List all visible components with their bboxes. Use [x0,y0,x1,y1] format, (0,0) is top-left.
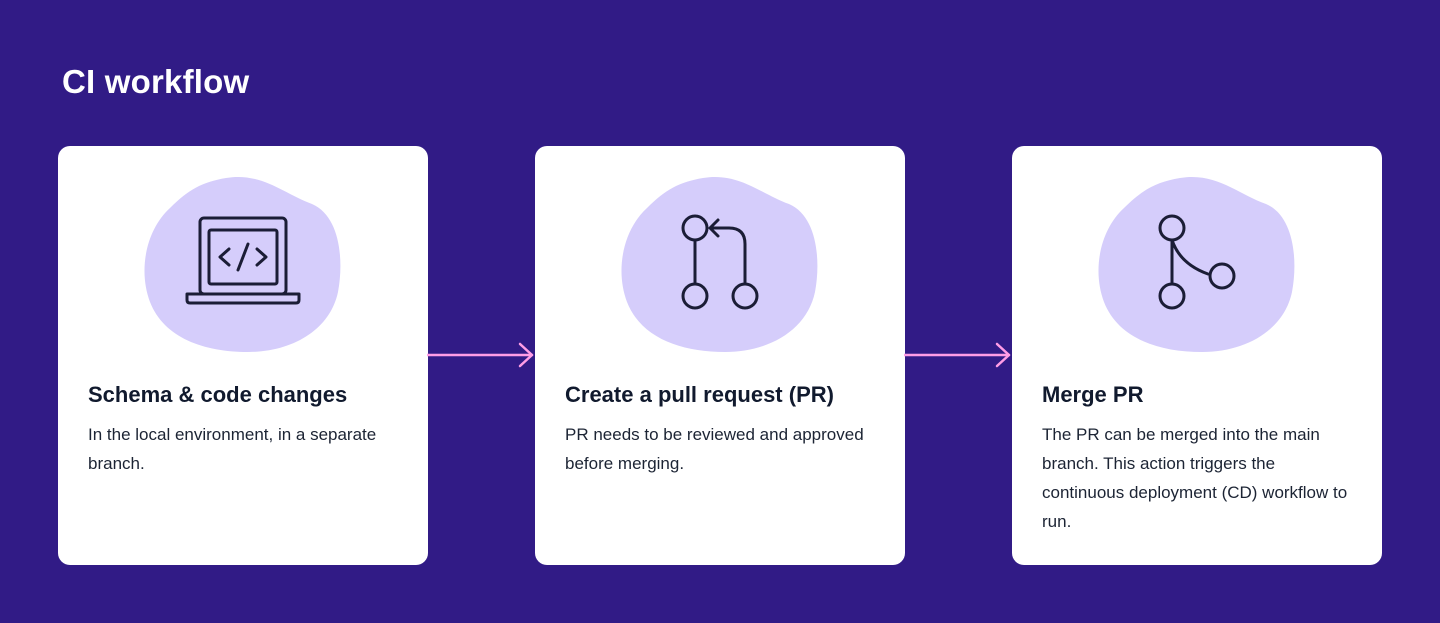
page-title: CI workflow [62,63,250,100]
step-card-merge-pr: Merge PR The PR can be merged into the m… [1012,146,1382,565]
step-description: In the local environment, in a separate … [88,425,377,473]
step-title: Merge PR [1042,382,1144,407]
blob-background [1098,176,1295,352]
blob-background [621,176,818,352]
step-card-schema-code-changes: Schema & code changes In the local envir… [58,146,428,565]
step-title: Create a pull request (PR) [565,382,834,407]
arrow-right-icon [904,342,1011,368]
step-description: The PR can be merged into the main branc… [1042,425,1348,531]
pull-request-icon [681,214,759,310]
merge-icon [1158,214,1236,310]
arrow-right-icon [427,342,534,368]
step-card-create-pull-request: Create a pull request (PR) PR needs to b… [535,146,905,565]
blob-background [144,176,341,352]
laptop-code-icon [185,216,301,305]
step-title: Schema & code changes [88,382,348,407]
step-description: PR needs to be reviewed and approved bef… [565,425,864,473]
